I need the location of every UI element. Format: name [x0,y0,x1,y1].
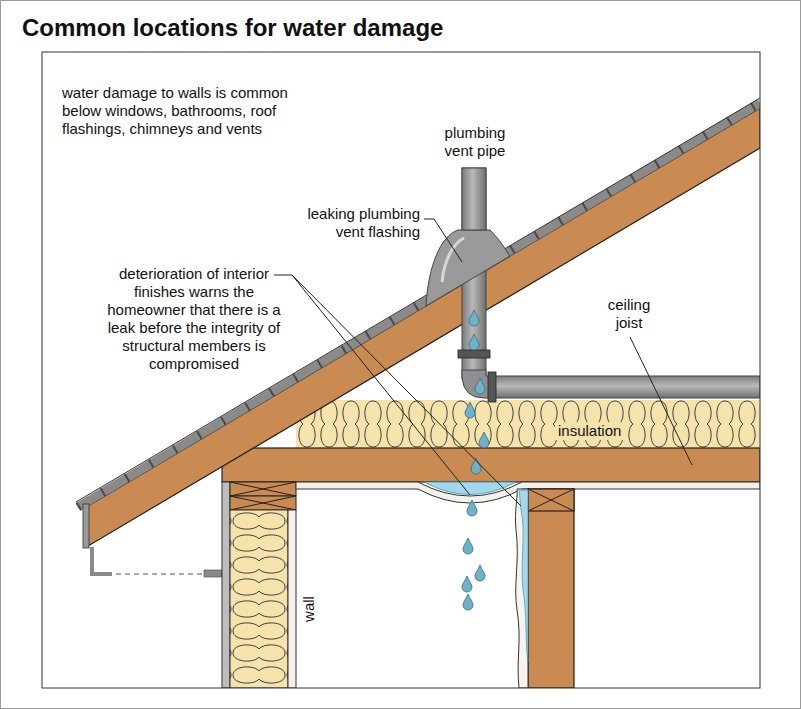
soffit-line [116,574,204,575]
pipe-coupling [488,372,496,402]
vent-pipe-top [462,168,486,230]
part-label: insulation [555,422,624,440]
ceiling-joist [222,448,760,482]
callout-label: plumbing vent pipe [435,124,515,160]
water-drop [475,378,485,394]
diagram-frame [42,52,760,688]
pipe-elbow [462,370,492,398]
water-drop [465,402,475,418]
note-text: water damage to walls is common below wi… [62,84,312,138]
wall-drywall [288,510,296,688]
callout-label: ceiling joist [597,296,661,332]
leader-line [292,275,470,495]
partition-top-plate [528,489,574,511]
top-plate-cross [528,489,574,511]
cutaway-scene [76,98,760,688]
soffit-vent [204,570,222,577]
shingle-joints [78,103,760,507]
damaged-drywall [515,489,528,688]
fascia [83,504,89,548]
gutter [92,547,112,574]
water-drop [462,576,472,592]
diagram-title: Common locations for water damage [22,14,443,42]
wall-insulation [230,510,288,688]
leader-line [292,275,521,506]
leader-line [630,337,692,465]
water-drop [475,565,485,581]
roof-rafter [88,108,760,546]
water-stain [519,490,528,662]
pipe-coupling [458,350,490,358]
water-drop [463,594,473,610]
roof-shingles [78,103,760,507]
top-plate-cross [230,496,296,510]
leader-line [424,219,462,262]
water-drop [463,538,473,554]
water-drop [467,500,477,516]
ceiling-insulation [296,400,760,448]
part-label: wall [300,596,318,622]
water-drop [469,334,479,350]
top-plate [230,482,296,496]
top-plate [230,496,296,510]
partition-stud [528,489,574,688]
callout-label: leaking plumbing vent flashing [293,205,420,241]
vent-pipe-horizontal [490,376,760,398]
leader-line [274,275,292,276]
wall-siding [222,482,230,688]
water-drop [479,432,489,448]
water-drop [469,310,479,326]
vent-flashing [426,230,510,306]
pooled-water [424,482,516,495]
top-plate-cross [230,482,296,496]
shingle-edge [76,98,760,502]
callout-label: deterioration of interior finishes warns… [100,265,288,373]
